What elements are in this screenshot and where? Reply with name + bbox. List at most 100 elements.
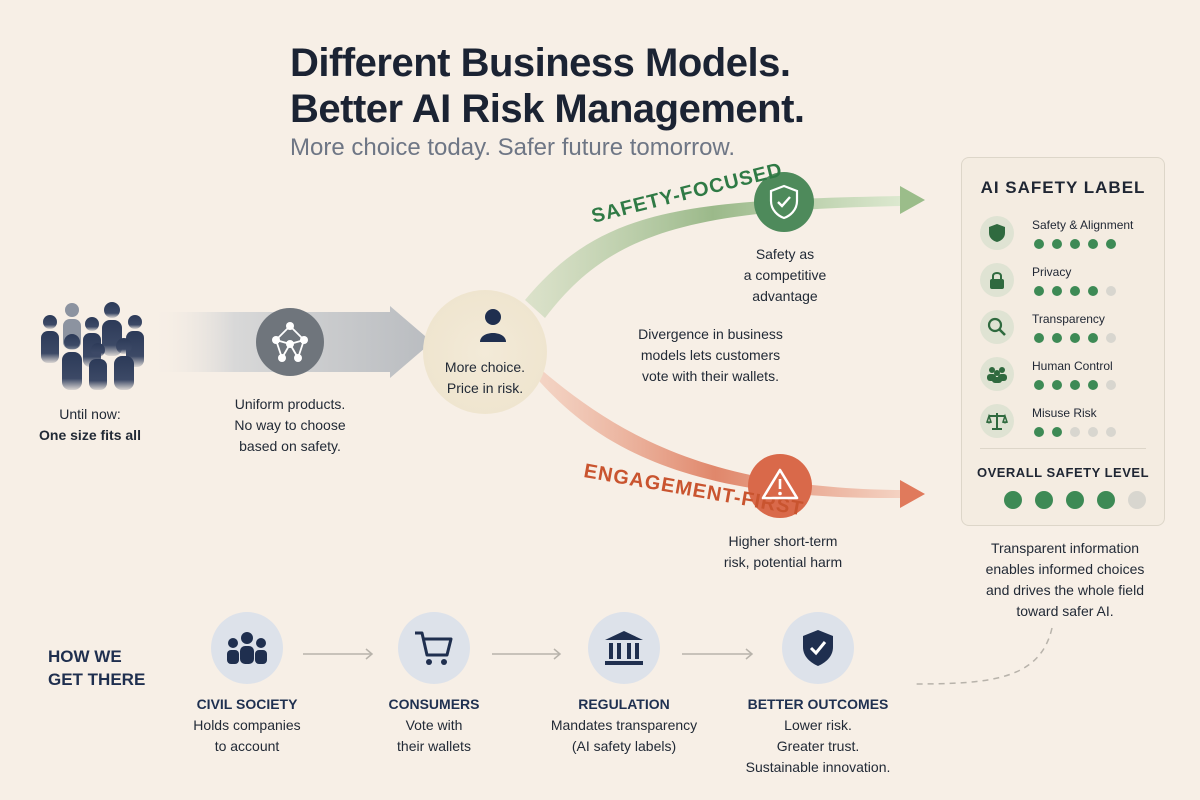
title-line-1: Different Business Models. (290, 41, 791, 85)
rating-dot-filled (1052, 333, 1062, 343)
rating-dot-filled (1034, 239, 1044, 249)
network-icon (272, 322, 308, 362)
step-civil-society: CIVIL SOCIETY Holds companies to account (167, 694, 327, 757)
how-line-2: GET THERE (48, 670, 146, 689)
engagement-desc-line-2: risk, potential harm (723, 554, 843, 570)
footnote-line-1: Transparent information (990, 540, 1140, 556)
safety-desc: Safety as a competitive advantage (724, 244, 846, 307)
label-row-privacy: Privacy (980, 263, 1160, 303)
step-title: CIVIL SOCIETY (196, 696, 298, 712)
rating-dot-filled (1052, 380, 1062, 390)
divergence-line-3: vote with their wallets. (642, 368, 779, 384)
rating-dots (1034, 286, 1116, 296)
rating-dot-filled (1052, 239, 1062, 249)
step-line-2: Greater trust. (776, 738, 860, 754)
people-icon (980, 357, 1014, 391)
label-row-safety: Safety & Alignment (980, 216, 1160, 256)
rating-dot-filled (1034, 286, 1044, 296)
rating-dot-filled (1070, 286, 1080, 296)
rating-dots (1034, 427, 1116, 437)
how-line-1: HOW WE (48, 647, 122, 666)
shield-check-icon (769, 184, 799, 220)
engagement-flow-band (530, 360, 900, 499)
step-regulation-circle (588, 612, 660, 684)
label-row-misuse-risk: Misuse Risk (980, 404, 1160, 444)
label-row-name: Misuse Risk (1032, 406, 1097, 420)
shield-check-icon (803, 630, 833, 666)
uniform-line-2: No way to choose (234, 417, 346, 433)
title-line-2: Better AI Risk Management. (290, 87, 805, 131)
rating-dot-filled (1088, 286, 1098, 296)
label-footnote: Transparent information enables informed… (960, 538, 1170, 622)
rating-dot-filled (1088, 380, 1098, 390)
label-row-human-control: Human Control (980, 357, 1160, 397)
overall-safety-title: OVERALL SAFETY LEVEL (976, 465, 1150, 480)
uniform-products-text: Uniform products. No way to choose based… (210, 394, 370, 457)
step-title: BETTER OUTCOMES (747, 696, 889, 712)
step-better-outcomes: BETTER OUTCOMES Lower risk. Greater trus… (733, 694, 903, 778)
rating-dot-filled (1070, 380, 1080, 390)
label-row-name: Transparency (1032, 312, 1105, 326)
engagement-desc: Higher short-term risk, potential harm (708, 531, 858, 573)
step-connectors (303, 648, 754, 660)
footnote-line-3: and drives the whole field (986, 582, 1144, 598)
overall-dot-filled (1066, 491, 1084, 509)
safety-arrowhead (900, 186, 925, 214)
shield-icon (980, 216, 1014, 250)
how-we-get-there: HOW WE GET THERE (48, 645, 145, 691)
step-title: REGULATION (578, 696, 670, 712)
overall-dot-empty (1128, 491, 1146, 509)
step-civil-society-circle (211, 612, 283, 684)
lock-icon (980, 263, 1014, 297)
rating-dot-filled (1034, 333, 1044, 343)
rating-dot-filled (1070, 333, 1080, 343)
price-in-risk-label: Price in risk. (446, 380, 524, 396)
crowd-icon (41, 302, 144, 390)
step-regulation: REGULATION Mandates transparency (AI saf… (534, 694, 714, 757)
building-icon (605, 631, 643, 665)
page-title: Different Business Models. Better AI Ris… (290, 40, 805, 132)
rating-dot-filled (1106, 239, 1116, 249)
uniform-line-3: based on safety. (239, 438, 341, 454)
until-now-text: Until now: One size fits all (20, 404, 160, 446)
divergence-line-1: Divergence in business (638, 326, 783, 342)
rating-dots (1034, 239, 1116, 249)
magnifier-icon (980, 310, 1014, 344)
group-icon (227, 632, 267, 664)
warning-icon (761, 468, 799, 500)
rating-dot-filled (1052, 286, 1062, 296)
rating-dot-empty (1106, 427, 1116, 437)
rating-dot-filled (1052, 427, 1062, 437)
safety-desc-line-1: Safety as (755, 246, 815, 262)
overall-dot-filled (1097, 491, 1115, 509)
step-line-3: Sustainable innovation. (745, 759, 891, 775)
ai-safety-label-panel: AI SAFETY LABEL Safety & Alignment Priva… (961, 157, 1165, 526)
engagement-desc-line-1: Higher short-term (728, 533, 838, 549)
panel-title: AI SAFETY LABEL (980, 178, 1146, 197)
rating-dots (1034, 333, 1116, 343)
uniform-line-1: Uniform products. (234, 396, 346, 412)
choice-circle-bg (423, 290, 547, 414)
rating-dot-empty (1106, 333, 1116, 343)
dashed-link (911, 627, 1053, 685)
rating-dot-filled (1034, 380, 1044, 390)
scales-icon (980, 404, 1014, 438)
one-size-label: One size fits all (39, 427, 141, 443)
rating-dots (1034, 380, 1116, 390)
divergence-line-2: models lets customers (640, 347, 781, 363)
rating-dot-empty (1106, 380, 1116, 390)
step-line-2: to account (214, 738, 280, 754)
overall-safety-dots (1004, 491, 1146, 509)
step-line-1: Mandates transparency (550, 717, 698, 733)
step-line-2: (AI safety labels) (571, 738, 677, 754)
rating-dot-filled (1088, 333, 1098, 343)
step-line-2: their wallets (397, 738, 471, 754)
label-row-name: Human Control (1032, 359, 1113, 373)
rating-dot-empty (1106, 286, 1116, 296)
divergence-text: Divergence in business models lets custo… (618, 324, 803, 387)
label-row-name: Safety & Alignment (1032, 218, 1134, 232)
rating-dot-filled (1088, 239, 1098, 249)
step-line-1: Holds companies (193, 717, 301, 733)
label-row-transparency: Transparency (980, 310, 1160, 350)
